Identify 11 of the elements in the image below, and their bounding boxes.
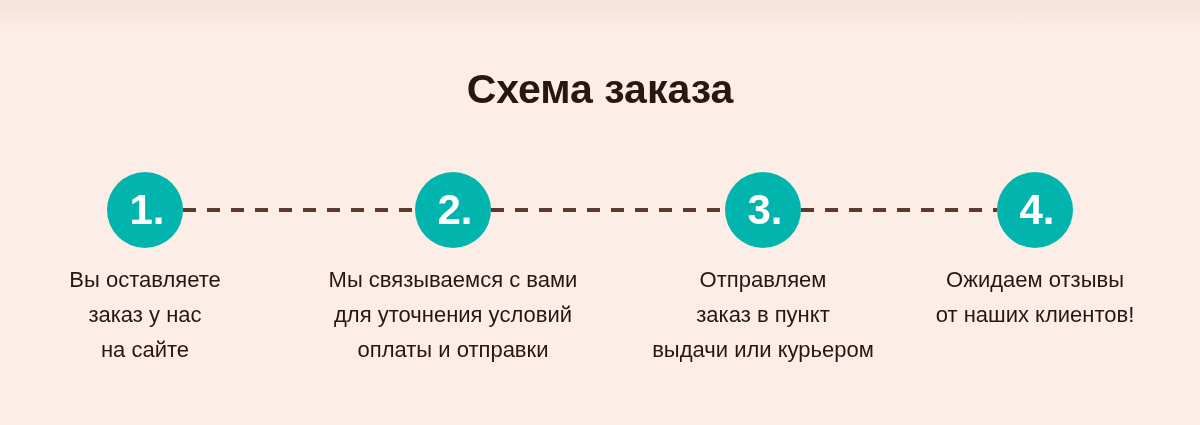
step-description: Ожидаем отзывы от наших клиентов! (935, 266, 1135, 329)
step-number-circle: 2. (415, 172, 491, 248)
step-description: Отправляем заказ в пункт выдачи или курьером (652, 266, 874, 364)
step-description: Мы связываемся с вами для уточнения условий оплаты и отправки (328, 266, 578, 364)
step-number-circle: 3. (725, 172, 801, 248)
step-number-circle: 4. (997, 172, 1073, 248)
dashed-connector-line (801, 208, 997, 212)
step-description: Вы оставляете заказ у нас на сайте (69, 266, 221, 364)
step-number-circle: 1. (107, 172, 183, 248)
diagram-title: Схема заказа (466, 65, 734, 114)
dashed-connector-line (183, 208, 415, 212)
